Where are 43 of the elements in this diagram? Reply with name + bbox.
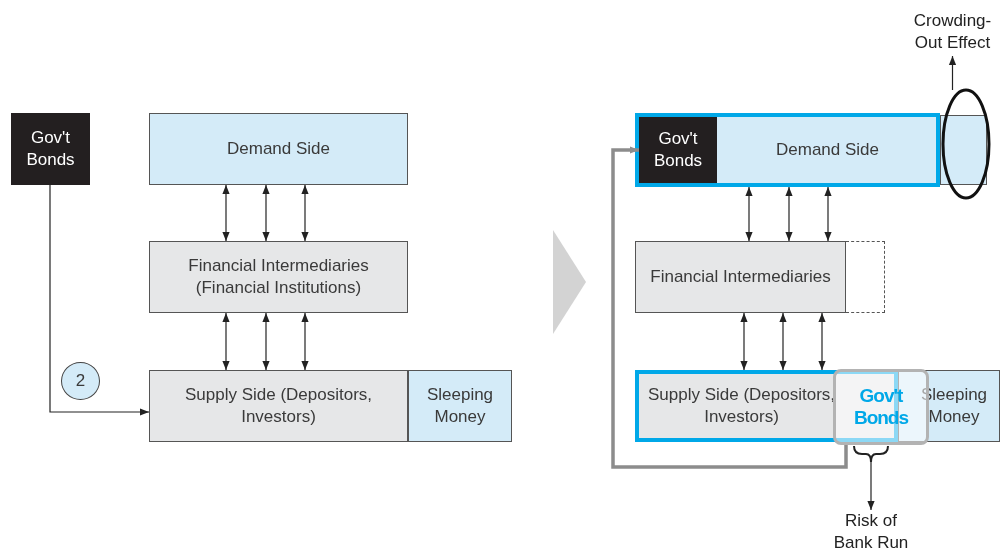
step-number-circle — [61, 362, 100, 400]
label: Supply Side (Depositors, Investors) — [183, 384, 374, 428]
arrow — [222, 312, 230, 371]
arrow — [222, 184, 230, 242]
sector-box — [149, 370, 408, 442]
arrow — [301, 184, 309, 242]
label: Financial Intermediaries — [650, 266, 831, 288]
arrow — [779, 312, 787, 371]
label: Sleeping Money — [919, 384, 989, 428]
highlight-ellipse — [941, 88, 991, 200]
transition-chevron — [553, 230, 586, 334]
label: Financial Intermediaries (Financial Institutions) — [187, 255, 370, 299]
sector-box — [408, 370, 512, 442]
arrow — [611, 146, 848, 469]
bond-box — [639, 117, 717, 183]
extension-box — [940, 115, 987, 185]
arrow — [867, 461, 875, 511]
highlighted-sector-box — [635, 113, 940, 187]
label: Demand Side — [776, 139, 879, 161]
dashed-extension-box — [846, 241, 885, 313]
arrow — [740, 312, 748, 371]
label: Risk of Bank Run — [832, 509, 910, 553]
label: Gov't Bonds — [652, 128, 704, 172]
arrow — [49, 184, 150, 416]
label: Demand Side — [227, 138, 330, 160]
arrow — [948, 55, 957, 91]
label: Gov't Bonds — [25, 127, 76, 171]
arrow — [262, 312, 270, 371]
label: Sleeping Money — [425, 384, 495, 428]
sector-box — [149, 241, 408, 313]
curly-brace — [852, 446, 890, 462]
arrow — [818, 312, 826, 371]
arrow — [824, 186, 832, 242]
sector-box — [149, 113, 408, 185]
arrow — [301, 312, 309, 371]
label: Crowding-Out Effect — [912, 10, 993, 54]
arrow — [745, 186, 753, 242]
sector-box — [635, 241, 846, 313]
bond-box — [11, 113, 90, 185]
arrow — [262, 184, 270, 242]
label: 2 — [75, 370, 86, 392]
arrow — [785, 186, 793, 242]
label: Supply Side (Depositors, Investors) — [646, 384, 837, 428]
